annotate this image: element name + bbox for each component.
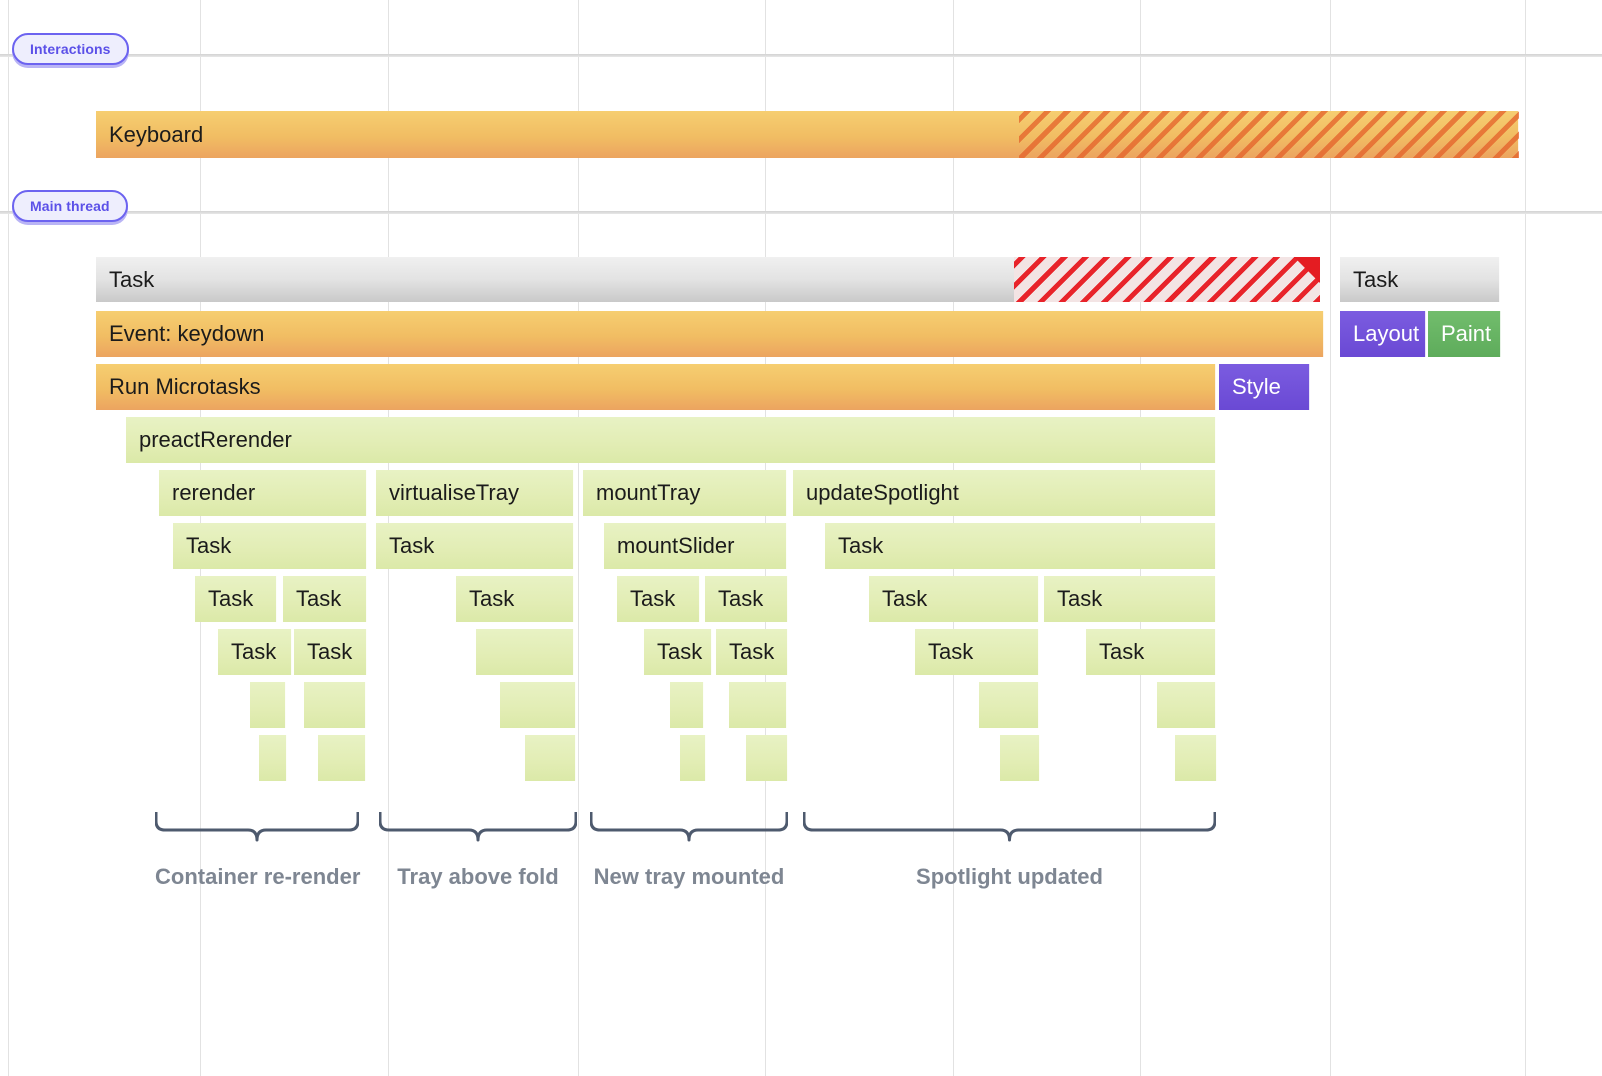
flame-bar-unlabeled[interactable] (318, 735, 366, 781)
brace-label-container-re-render: Container re-render (155, 864, 361, 889)
flame-bar-unlabeled[interactable] (670, 682, 704, 728)
flame-bar-unlabeled[interactable] (1157, 682, 1216, 728)
track-divider-interactions (0, 54, 1602, 57)
flame-bar-unlabeled[interactable] (1000, 735, 1040, 781)
hatched-overlay-orange-stripes (1019, 111, 1519, 158)
flame-bar-unlabeled[interactable] (500, 682, 576, 728)
flame-bar-updatespotlight[interactable]: updateSpotlight (793, 470, 1216, 516)
brace-1 (379, 812, 577, 844)
flame-bar-unlabeled[interactable] (476, 629, 574, 675)
gridline-0 (8, 0, 9, 1076)
gridline-7 (1330, 0, 1331, 1076)
long-task-warning-triangle-icon (1294, 257, 1320, 283)
flame-bar-mounttray[interactable]: mountTray (583, 470, 787, 516)
brace-3 (803, 812, 1216, 844)
flame-bar-task[interactable]: Task (283, 576, 367, 622)
gridline-8 (1525, 0, 1526, 1076)
track-divider-main-thread (0, 211, 1602, 214)
flame-bar-task[interactable]: Task (456, 576, 574, 622)
flame-bar-rerender[interactable]: rerender (159, 470, 367, 516)
flame-bar-preactrerender[interactable]: preactRerender (126, 417, 1216, 463)
flame-bar-unlabeled[interactable] (729, 682, 787, 728)
flame-bar-task[interactable]: Task (869, 576, 1039, 622)
flame-bar-unlabeled[interactable] (525, 735, 576, 781)
flame-bar-event-keydown[interactable]: Event: keydown (96, 311, 1324, 357)
flame-bar-unlabeled[interactable] (746, 735, 788, 781)
flame-bar-style[interactable]: Style (1219, 364, 1310, 410)
flame-bar-unlabeled[interactable] (250, 682, 286, 728)
brace-label-new-tray-mounted: New tray mounted (593, 864, 785, 889)
hatched-overlay-red-stripes (1014, 257, 1320, 302)
brace-label-tray-above-fold: Tray above fold (397, 864, 559, 889)
flame-bar-run-microtasks[interactable]: Run Microtasks (96, 364, 1216, 410)
flame-bar-task[interactable]: Task (1044, 576, 1216, 622)
flame-bar-task[interactable]: Task (705, 576, 788, 622)
flame-bar-task[interactable]: Task (1340, 257, 1500, 302)
gridline-3 (578, 0, 579, 1076)
flame-bar-layout[interactable]: Layout (1340, 311, 1426, 357)
track-pill-interactions[interactable]: Interactions (12, 33, 129, 65)
flame-bar-task[interactable]: Task (294, 629, 367, 675)
brace-0 (155, 812, 359, 844)
flame-bar-virtualisetray[interactable]: virtualiseTray (376, 470, 574, 516)
flame-bar-task[interactable]: Task (218, 629, 292, 675)
flame-bar-task[interactable]: Task (825, 523, 1216, 569)
flame-bar-task[interactable]: Task (195, 576, 277, 622)
flame-bar-mountslider[interactable]: mountSlider (604, 523, 787, 569)
flame-bar-unlabeled[interactable] (680, 735, 706, 781)
brace-label-spotlight-updated: Spotlight updated (916, 864, 1103, 889)
flame-bar-paint[interactable]: Paint (1428, 311, 1501, 357)
flame-bar-unlabeled[interactable] (259, 735, 287, 781)
flame-bar-task[interactable]: Task (915, 629, 1039, 675)
flame-bar-task[interactable]: Task (644, 629, 712, 675)
flame-bar-task[interactable]: Task (376, 523, 574, 569)
flame-bar-task[interactable]: Task (1086, 629, 1216, 675)
flame-bar-task[interactable]: Task (716, 629, 788, 675)
flame-bar-unlabeled[interactable] (1175, 735, 1217, 781)
flame-bar-unlabeled[interactable] (979, 682, 1039, 728)
flame-bar-unlabeled[interactable] (304, 682, 366, 728)
flame-bar-task[interactable]: Task (617, 576, 700, 622)
track-pill-main-thread[interactable]: Main thread (12, 190, 128, 222)
flame-bar-task[interactable]: Task (173, 523, 367, 569)
brace-2 (590, 812, 788, 844)
